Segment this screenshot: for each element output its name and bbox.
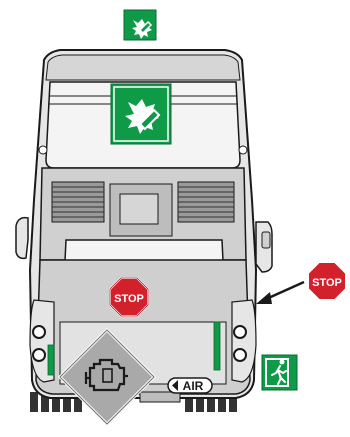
engine-compartment-sign — [57, 327, 157, 427]
mirror-left — [15, 216, 29, 260]
engine-icon — [84, 358, 128, 392]
tail-light-left — [29, 299, 55, 383]
callout-arrow — [256, 280, 305, 304]
stop-sign-on-bus: STOP — [109, 277, 149, 317]
tail-light-right — [213, 299, 257, 383]
air-label-text: AIR — [183, 379, 204, 393]
rear-wheel-right — [185, 392, 193, 412]
vent-grille-right — [177, 181, 235, 223]
rear-wheel-left — [30, 392, 38, 412]
window-break-glass-sign — [110, 83, 172, 145]
stop-callout-label: STOP — [312, 277, 342, 289]
vent-grille-left — [51, 181, 105, 223]
emergency-exit-sign — [261, 354, 298, 391]
stop-callout-sign: STOP — [307, 261, 347, 301]
air-label: AIR — [167, 377, 213, 394]
top-break-glass-sign — [123, 9, 157, 41]
stop-sign-label: STOP — [114, 293, 144, 305]
mirror-right — [255, 221, 273, 273]
bus-body — [15, 49, 273, 412]
